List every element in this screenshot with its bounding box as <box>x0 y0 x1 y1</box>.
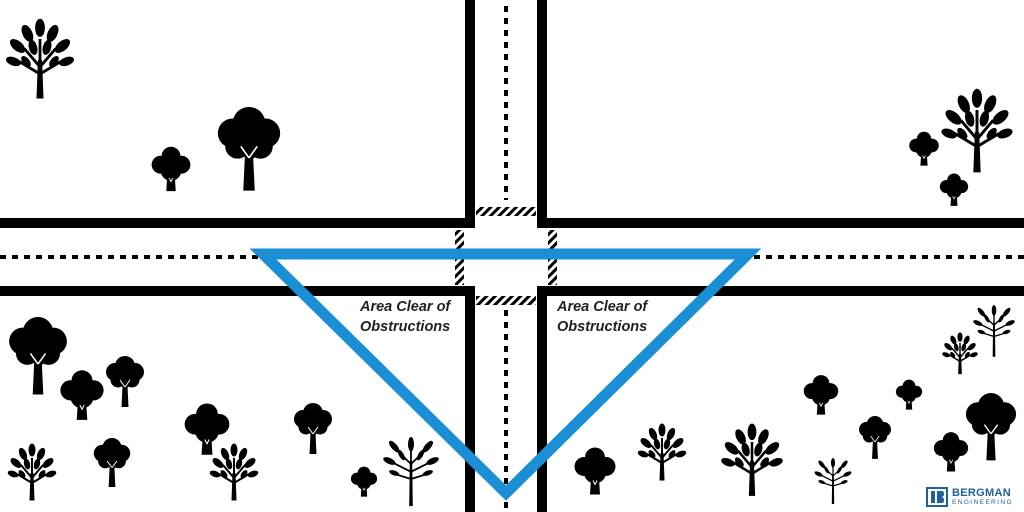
logo-text: BERGMAN ENGINEERING <box>952 486 1013 507</box>
hatched-crosswalk-south <box>476 296 536 305</box>
area-label-left-line1: Area Clear of <box>360 299 451 315</box>
sight-triangle <box>249 248 762 501</box>
area-label-left-line2: Obstructions <box>360 319 451 335</box>
curb-bottom-right-vertical <box>537 286 547 512</box>
logo-name: BERGMAN <box>952 486 1011 499</box>
curb-top-left-vertical <box>465 0 475 228</box>
curb-top-right-vertical <box>537 0 547 228</box>
curb-bottom-left-horizontal <box>0 286 475 296</box>
curb-top-right-horizontal <box>537 218 1024 228</box>
curb-top-left-horizontal <box>0 218 475 228</box>
curb-bottom-left-vertical <box>465 286 475 512</box>
area-label-right-line1: Area Clear of <box>557 299 648 315</box>
hatched-crosswalk-north <box>476 207 536 216</box>
company-logo: BERGMAN ENGINEERING <box>926 486 1013 508</box>
logo-mark-icon <box>926 487 948 507</box>
curb-bottom-right-horizontal <box>537 286 1024 296</box>
area-label-right-line2: Obstructions <box>557 319 648 335</box>
logo-subtitle: ENGINEERING <box>952 498 1013 506</box>
